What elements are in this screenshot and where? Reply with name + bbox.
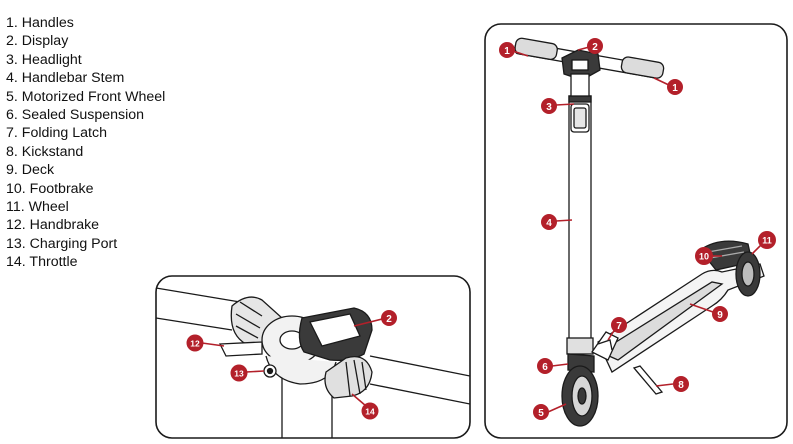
parts-list-item: 1. Handles <box>6 15 74 31</box>
callout-number: 2 <box>386 314 392 325</box>
callout-number: 7 <box>616 321 622 332</box>
callout-badge: 9 <box>712 306 728 322</box>
callout-number: 8 <box>678 380 684 391</box>
leader-line-5 <box>547 403 567 413</box>
scooter-stem-collar <box>566 337 594 355</box>
leader-line-8 <box>655 383 674 387</box>
leader-line-detail-14 <box>351 393 367 407</box>
scooter-stem-cap <box>568 95 592 103</box>
parts-list-item: 5. Motorized Front Wheel <box>6 88 166 105</box>
callout-number: 11 <box>762 236 772 246</box>
leader-line-4 <box>555 219 573 222</box>
callout-leaders <box>201 45 765 413</box>
callout-number: 2 <box>592 42 598 53</box>
scooter-latch-hinge <box>597 339 613 351</box>
callout-number: 1 <box>672 83 678 94</box>
parts-list-item: 11. Wheel <box>6 199 69 216</box>
callout-number: 14 <box>365 407 375 417</box>
parts-list-item: 13. Charging Port <box>6 235 118 252</box>
callout-number: 13 <box>234 369 244 379</box>
detail-inset <box>155 275 471 439</box>
parts-list-item: 10. Footbrake <box>6 180 94 197</box>
callout-badge: 1 <box>499 42 515 58</box>
scooter-headset <box>570 73 590 97</box>
callout-badge: 10 <box>695 247 713 265</box>
scooter-headlight-lens <box>573 107 587 129</box>
callout-badge: 6 <box>537 358 553 374</box>
parts-list-item: 14. Throttle <box>6 254 78 271</box>
detail-handlebar-right <box>369 355 470 405</box>
detail-throttle-ridges <box>345 359 367 397</box>
callout-badge: 2 <box>381 310 397 326</box>
callout-number: 1 <box>504 46 510 57</box>
detail-display-screen <box>309 313 361 347</box>
parts-list-item: 6. Sealed Suspension <box>6 107 145 124</box>
leader-line-detail-2 <box>353 318 383 327</box>
scooter-left-grip <box>514 37 558 61</box>
callout-number: 9 <box>717 310 723 321</box>
scooter-footbrake-ridges <box>707 245 745 259</box>
callout-badge: 14 <box>361 402 379 420</box>
scooter-front-wheel-axle <box>577 387 587 405</box>
callout-number: 5 <box>538 408 544 419</box>
scooter-panel-frame <box>484 23 788 439</box>
callout-badge: 13 <box>230 364 248 382</box>
callout-badge: 2 <box>587 38 603 54</box>
scooter-right-grip <box>620 56 665 79</box>
scooter-deck-side <box>598 281 724 361</box>
detail-charging-port-pin <box>266 367 274 375</box>
leader-line-3 <box>555 103 575 106</box>
leader-line-1a <box>512 50 529 57</box>
leader-line-detail-12 <box>201 342 225 347</box>
detail-handlebar-left <box>156 287 241 331</box>
scooter-folding-latch <box>591 331 619 361</box>
callout-badge: 5 <box>533 404 549 420</box>
callouts: 1 2 1 3 4 10 11 9 7 6 8 5 2 12 13 14 <box>186 38 776 420</box>
parts-list: 1. Handles 2. Display 3. Headlight 4. Ha… <box>6 14 165 272</box>
callout-number: 12 <box>190 339 200 349</box>
parts-list-item: 4. Handlebar Stem <box>6 70 125 87</box>
callout-badge: 8 <box>673 376 689 392</box>
parts-list-item: 7. Folding Latch <box>6 125 107 142</box>
leader-line-6 <box>551 363 569 367</box>
callout-badge: 3 <box>541 98 557 114</box>
detail-throttle <box>324 355 373 399</box>
parts-list-item: 12. Handbrake <box>6 217 100 234</box>
callout-badge: 12 <box>186 334 204 352</box>
scooter-rear-wheel-hub <box>741 261 755 287</box>
parts-list-item: 2. Display <box>6 33 69 50</box>
parts-list-item: 8. Kickstand <box>6 143 84 160</box>
callout-number: 6 <box>542 362 548 373</box>
scooter-kickstand <box>632 365 664 395</box>
parts-list-item: 9. Deck <box>6 162 55 179</box>
callout-badge: 7 <box>611 317 627 333</box>
callout-number: 3 <box>546 102 552 113</box>
callout-number: 4 <box>546 218 552 229</box>
leader-line-detail-13 <box>245 370 265 373</box>
callout-badge: 4 <box>541 214 557 230</box>
detail-grip-ridges <box>235 301 263 339</box>
scooter-panel <box>484 23 788 439</box>
detail-handbrake-lever <box>218 341 263 357</box>
scooter-display-screen <box>571 59 589 71</box>
leader-line-9 <box>689 303 714 313</box>
scooter-stem <box>568 95 592 343</box>
parts-list-item: 3. Headlight <box>6 51 82 68</box>
callout-badge: 1 <box>667 79 683 95</box>
callout-number: 10 <box>699 252 709 262</box>
callout-badge: 11 <box>758 231 776 249</box>
